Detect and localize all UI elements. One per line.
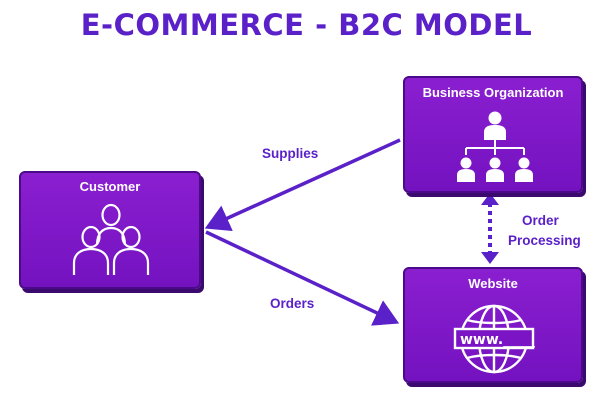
supplies-arrow [204,138,401,232]
page-title: E-COMMERCE - B2C MODEL [80,8,533,42]
order-processing-arrowhead-up [481,193,499,205]
customer-node: Customer [19,171,201,289]
business-organization-label: Business Organization [422,85,564,100]
order-processing-arrowhead-down [481,252,499,264]
customer-label: Customer [79,179,141,194]
order-processing-label-line2: Processing [508,233,581,248]
people-group-icon [72,203,150,275]
website-node: Website www._____ [403,267,583,383]
business-organization-node: Business Organization [403,76,583,193]
order-processing-label-line1: Order [522,213,559,228]
supplies-label: Supplies [262,146,319,161]
website-icon-text: www._____ [460,332,535,348]
orders-arrow [205,230,400,326]
website-label: Website [468,276,518,291]
org-hierarchy-icon [457,111,533,182]
orders-label: Orders [270,296,315,311]
globe-www-icon: www._____ [453,304,535,374]
